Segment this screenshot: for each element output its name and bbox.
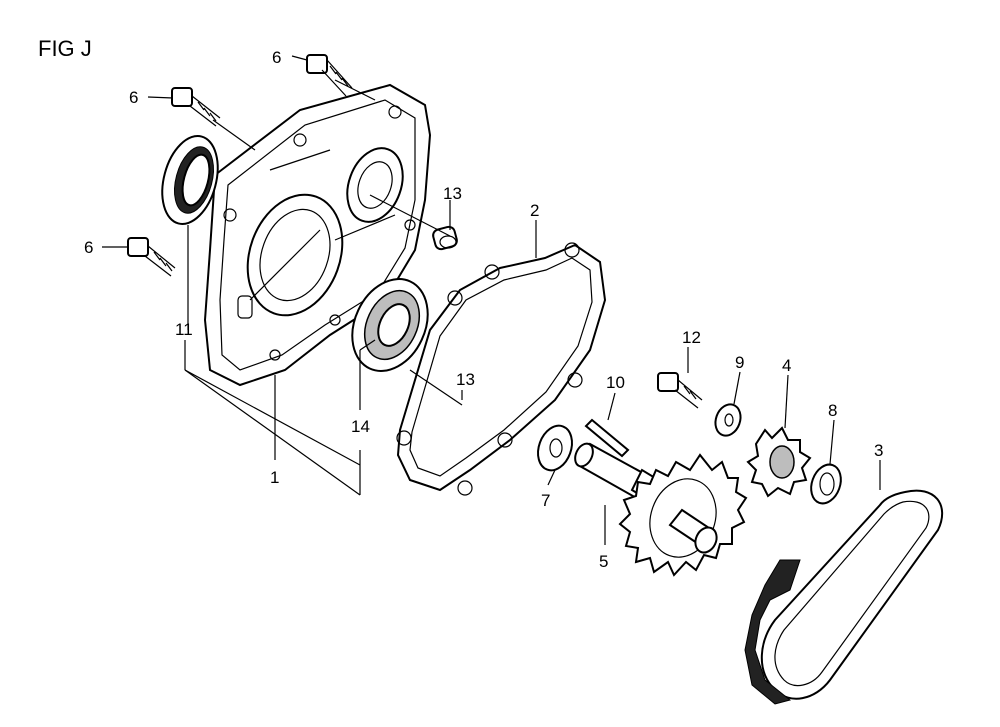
part-1-crankcase-cover	[203, 83, 432, 387]
part-4-drive-sprocket	[746, 426, 812, 498]
callout-6: 6	[84, 238, 93, 257]
part-8-washer	[810, 463, 842, 505]
callout-6: 6	[129, 88, 138, 107]
callout-13: 13	[456, 370, 475, 389]
part-9-washer	[714, 403, 742, 437]
leader-lines	[102, 55, 881, 545]
part-5-shaft-sprocket	[574, 442, 748, 577]
callout-2: 2	[530, 201, 539, 220]
callout-4: 4	[782, 356, 791, 375]
part-6-bolt-middle	[171, 87, 221, 127]
callout-8: 8	[828, 401, 837, 420]
callout-7: 7	[541, 491, 550, 510]
callout-13: 13	[443, 184, 462, 203]
part-11-oil-seal	[161, 135, 219, 225]
part-12-bolt	[657, 372, 703, 409]
callout-3: 3	[874, 441, 883, 460]
part-14-bearing	[351, 278, 429, 372]
callout-9: 9	[735, 353, 744, 372]
part-2-gasket	[396, 242, 607, 496]
figure-title: FIG J	[38, 36, 92, 61]
part-7-washer	[537, 424, 573, 472]
part-10-key	[584, 418, 630, 458]
callout-6: 6	[272, 48, 281, 67]
part-13-dowel-pin-upper	[432, 225, 458, 251]
callout-11: 11	[175, 320, 193, 339]
callout-14: 14	[351, 417, 370, 436]
callout-labels: 6 6 6 13 2 11 13 14 1 12 9 4 10 8 3 7 5	[84, 48, 883, 571]
part-6-bolt-lower	[127, 237, 176, 277]
part-6-bolt-top	[306, 54, 353, 97]
callout-5: 5	[599, 552, 608, 571]
part-3-chain	[744, 489, 944, 705]
callout-10: 10	[606, 373, 625, 392]
callout-12: 12	[682, 328, 701, 347]
callout-1: 1	[270, 468, 279, 487]
